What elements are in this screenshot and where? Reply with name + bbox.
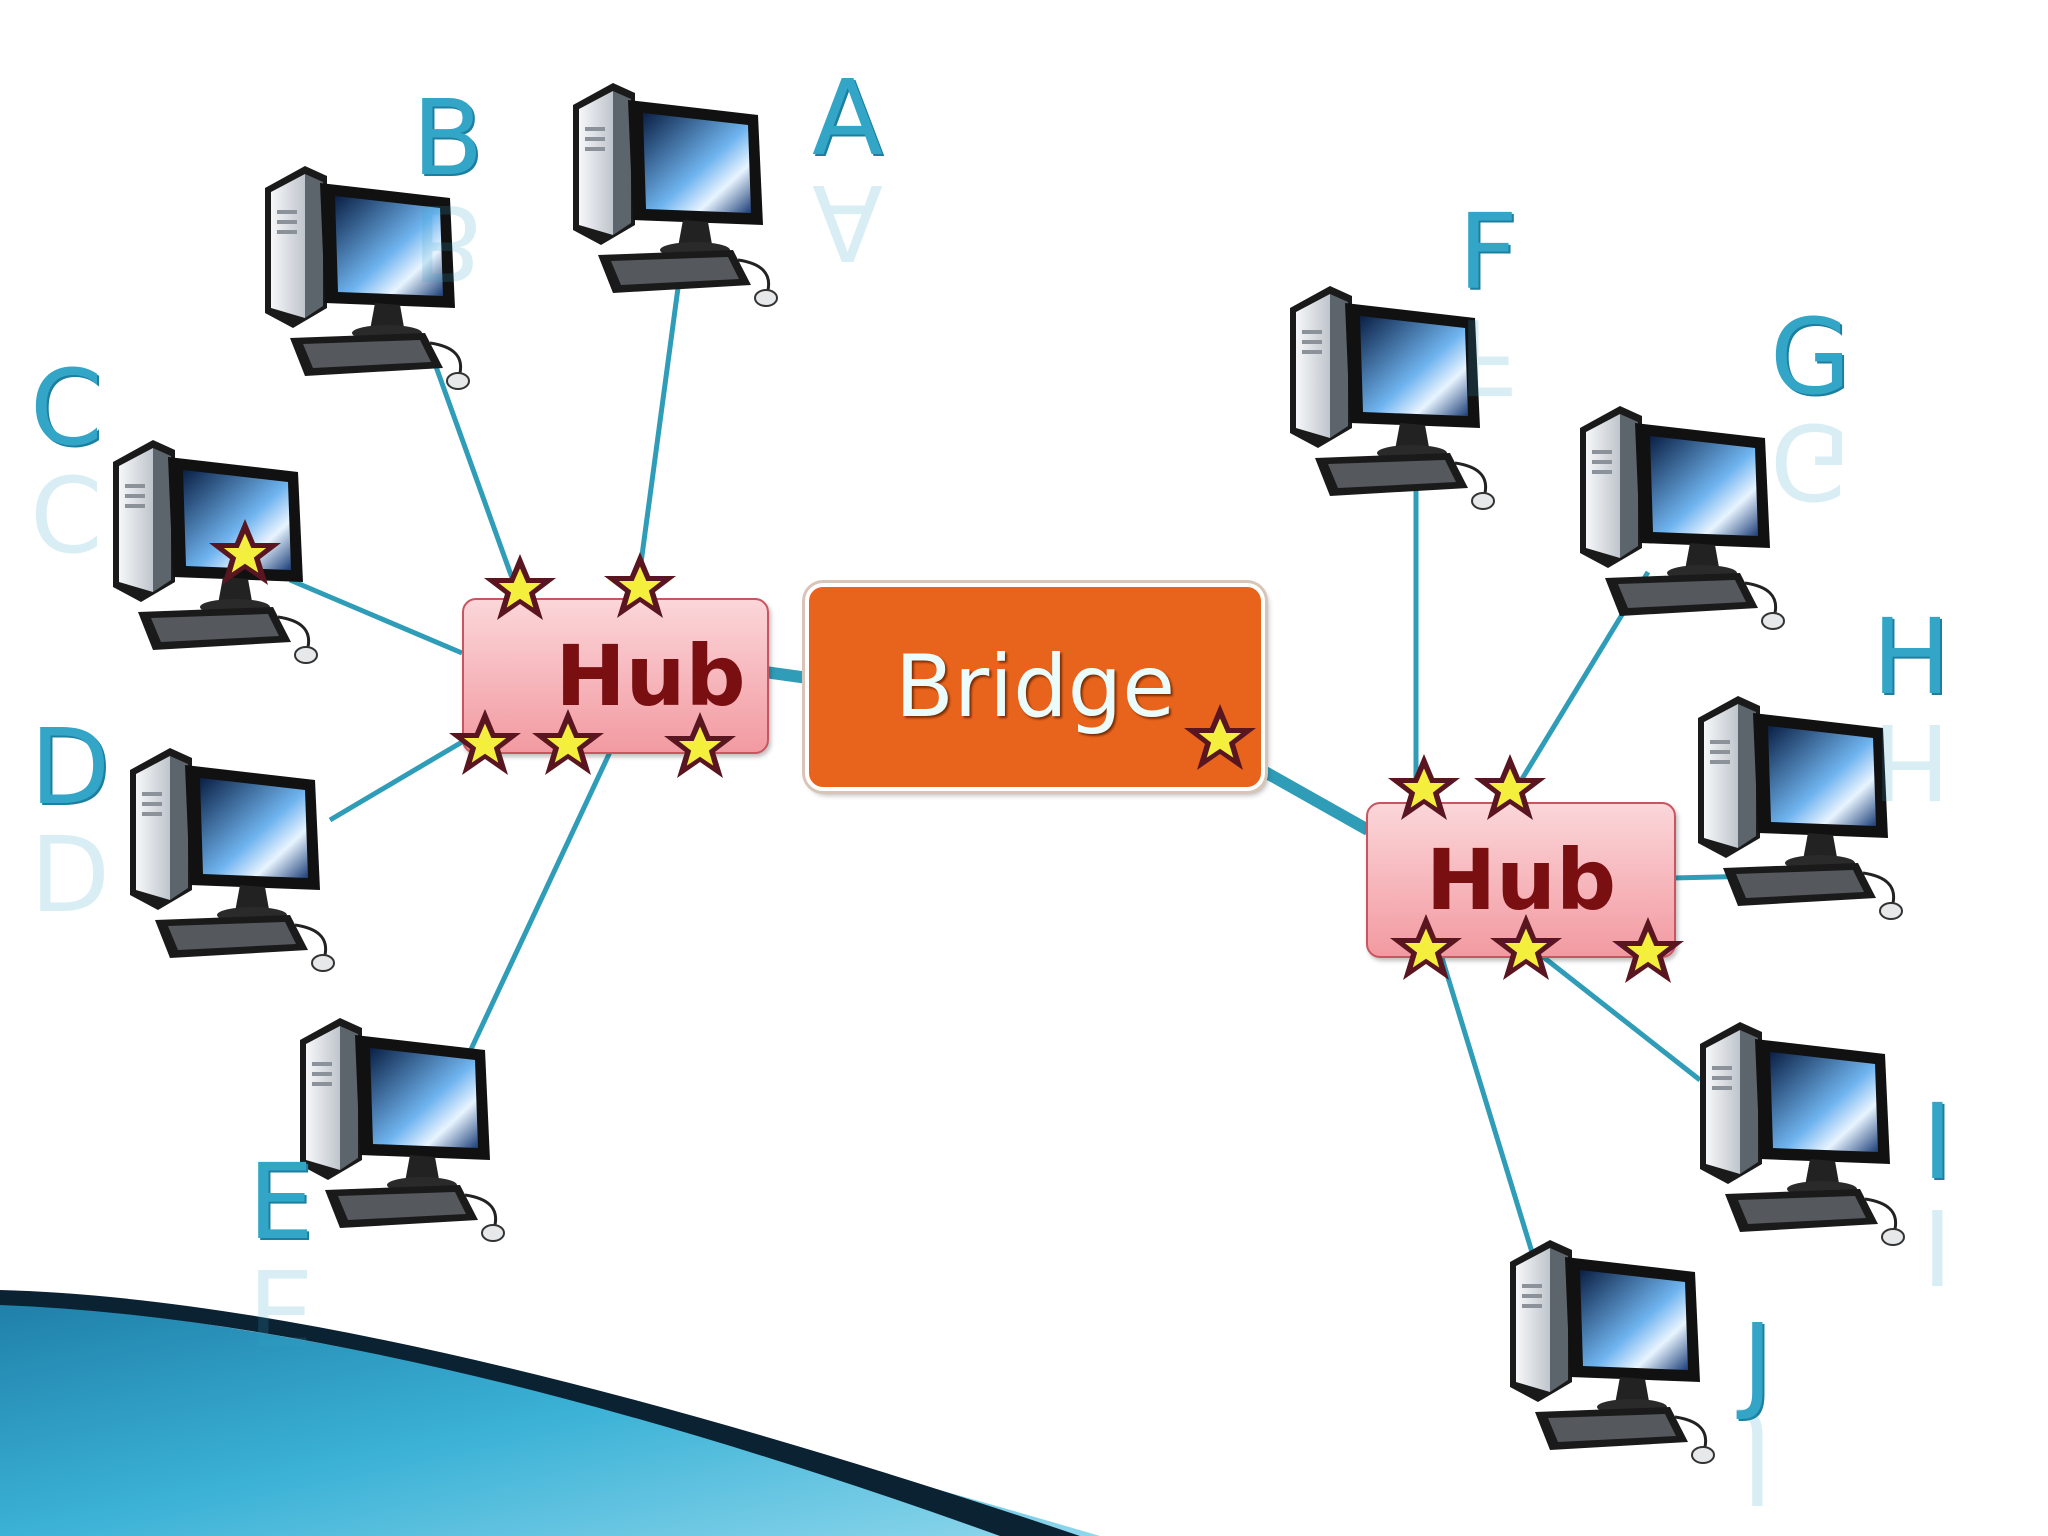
link-b — [427, 349, 523, 601]
left-hub[interactable]: Hub — [462, 598, 769, 754]
link-c — [289, 577, 463, 656]
right-hub-label: Hub — [1425, 831, 1617, 929]
link-i — [1540, 954, 1702, 1082]
computer-c-icon — [111, 438, 319, 665]
link-e — [463, 750, 613, 1062]
link-j — [1439, 957, 1538, 1263]
computer-j-icon — [1508, 1238, 1716, 1465]
link-a — [633, 272, 683, 601]
computer-e-icon — [298, 1016, 506, 1243]
bridge-box[interactable]: Bridge — [805, 583, 1265, 791]
link-left-hub-bridge — [764, 666, 809, 684]
computer-a-icon — [571, 81, 779, 308]
link-d — [328, 739, 464, 823]
computer-g-icon — [1578, 404, 1786, 631]
decorative-swoosh-shadow — [0, 1290, 1080, 1536]
bridge-label: Bridge — [894, 637, 1176, 737]
link-bridge-right-hub — [1255, 762, 1371, 836]
right-hub[interactable]: Hub — [1366, 802, 1676, 958]
left-hub-label: Hub — [555, 627, 746, 725]
computer-i-icon — [1698, 1020, 1906, 1247]
decorative-swoosh — [0, 1300, 1100, 1536]
computer-d-icon — [128, 746, 336, 973]
left-hub-links — [289, 272, 683, 1062]
